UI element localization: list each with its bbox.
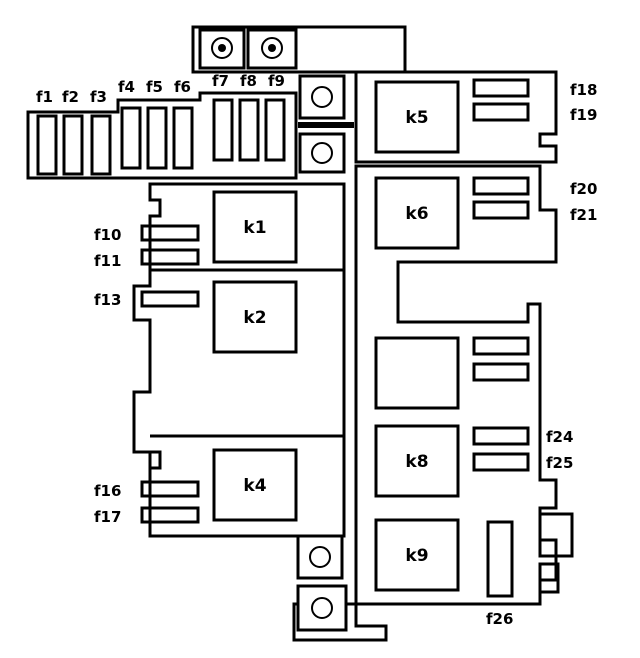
fuse-f10 [140, 224, 200, 242]
side-connector-lower [538, 562, 560, 594]
fuse-label-f16: f16 [94, 482, 121, 500]
fuse-f25 [472, 452, 530, 472]
fuse-label-f20: f20 [570, 180, 597, 198]
fuse-f19 [472, 102, 530, 122]
fuse-f11 [140, 248, 200, 266]
left-relay-panel [132, 182, 346, 538]
relay-unlabeled [374, 336, 460, 410]
fuse-label-f5: f5 [146, 78, 163, 96]
fuse-f21 [472, 200, 530, 220]
relay-k5 [374, 80, 460, 154]
relay-label-k5: k5 [405, 108, 428, 128]
fuse-f13 [140, 290, 200, 308]
relay-k4 [212, 448, 298, 522]
fuse-label-f10: f10 [94, 226, 121, 244]
relay-k6 [374, 176, 460, 250]
relay-label-k8: k8 [405, 452, 428, 472]
fuse-label-f18: f18 [570, 81, 597, 99]
fuse-label-f19: f19 [570, 106, 597, 124]
terminal-stud-lower-1 [296, 534, 344, 580]
relay-label-k1: k1 [243, 218, 266, 238]
relay-label-k2: k2 [243, 308, 266, 328]
fuse-f26 [486, 520, 514, 598]
fuse-unlabeled-1 [472, 336, 530, 356]
fuse-label-f26: f26 [486, 610, 513, 628]
fuse-label-f4: f4 [118, 78, 135, 96]
relay-k2 [212, 280, 298, 354]
fuse-label-f2: f2 [62, 88, 79, 106]
terminal-stud-upper-1 [298, 74, 346, 120]
fuse-holder-small [148, 450, 162, 470]
fuse-unlabeled-2 [472, 362, 530, 382]
fuse-label-f8: f8 [240, 72, 257, 90]
top-connector-housing [191, 25, 407, 74]
fuse-f24 [472, 426, 530, 446]
fuse-label-f6: f6 [174, 78, 191, 96]
fuse-label-f21: f21 [570, 206, 597, 224]
fuse-strip-left [26, 91, 298, 180]
fuse-label-f7: f7 [212, 72, 229, 90]
relay-label-k4: k4 [243, 476, 266, 496]
relay-k1 [212, 190, 298, 264]
fuse-label-f17: f17 [94, 508, 121, 526]
fuse-f17 [140, 506, 200, 524]
right-relay-panel [292, 70, 558, 642]
fuse-label-f1: f1 [36, 88, 53, 106]
terminal-stud-top-right [261, 37, 283, 59]
relay-label-k9: k9 [405, 546, 428, 566]
fuse-label-f24: f24 [546, 428, 573, 446]
bus-bar [298, 122, 354, 128]
relay-k9 [374, 518, 460, 592]
fuse-label-f13: f13 [94, 291, 121, 309]
fuse-f20 [472, 176, 530, 196]
terminal-stud-upper-2 [298, 132, 346, 174]
fuse-label-f25: f25 [546, 454, 573, 472]
fuse-label-f11: f11 [94, 252, 121, 270]
fuse-f18 [472, 78, 530, 98]
fuse-f16 [140, 480, 200, 498]
side-connector-upper [538, 512, 574, 558]
relay-label-k6: k6 [405, 204, 428, 224]
fuse-label-f3: f3 [90, 88, 107, 106]
terminal-stud-lower-2 [296, 584, 348, 632]
terminal-stud-top-left [211, 37, 233, 59]
fuse-label-f9: f9 [268, 72, 285, 90]
relay-k8 [374, 424, 460, 498]
